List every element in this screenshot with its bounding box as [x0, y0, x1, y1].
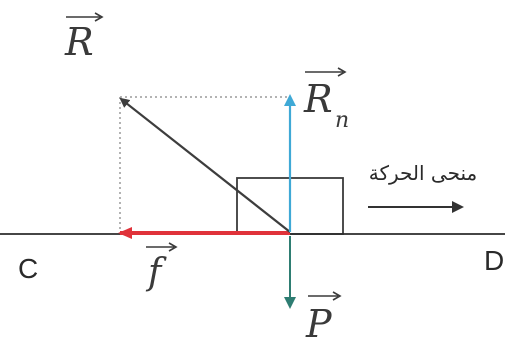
label-R-text: R [64, 20, 94, 64]
label-f-text: f [145, 252, 167, 293]
label-Rn-subscript: n [335, 108, 349, 133]
label-Rn: R n [303, 67, 349, 133]
point-label-C: C [18, 253, 38, 284]
label-Rn-text: R [303, 77, 333, 121]
point-label-D: D [484, 245, 504, 276]
label-f: f [145, 242, 178, 293]
label-R-overarrow-head [94, 12, 104, 22]
label-P: P [305, 291, 342, 346]
label-Rn-overarrow-head [337, 67, 347, 77]
label-P-overarrow-head [332, 291, 342, 301]
label-P-text: P [305, 302, 333, 346]
reaction-vector [119, 97, 291, 233]
label-R: R [64, 12, 104, 64]
label-f-overarrow-head [168, 242, 178, 252]
motion-direction-label: منحى الحركة [369, 161, 478, 185]
